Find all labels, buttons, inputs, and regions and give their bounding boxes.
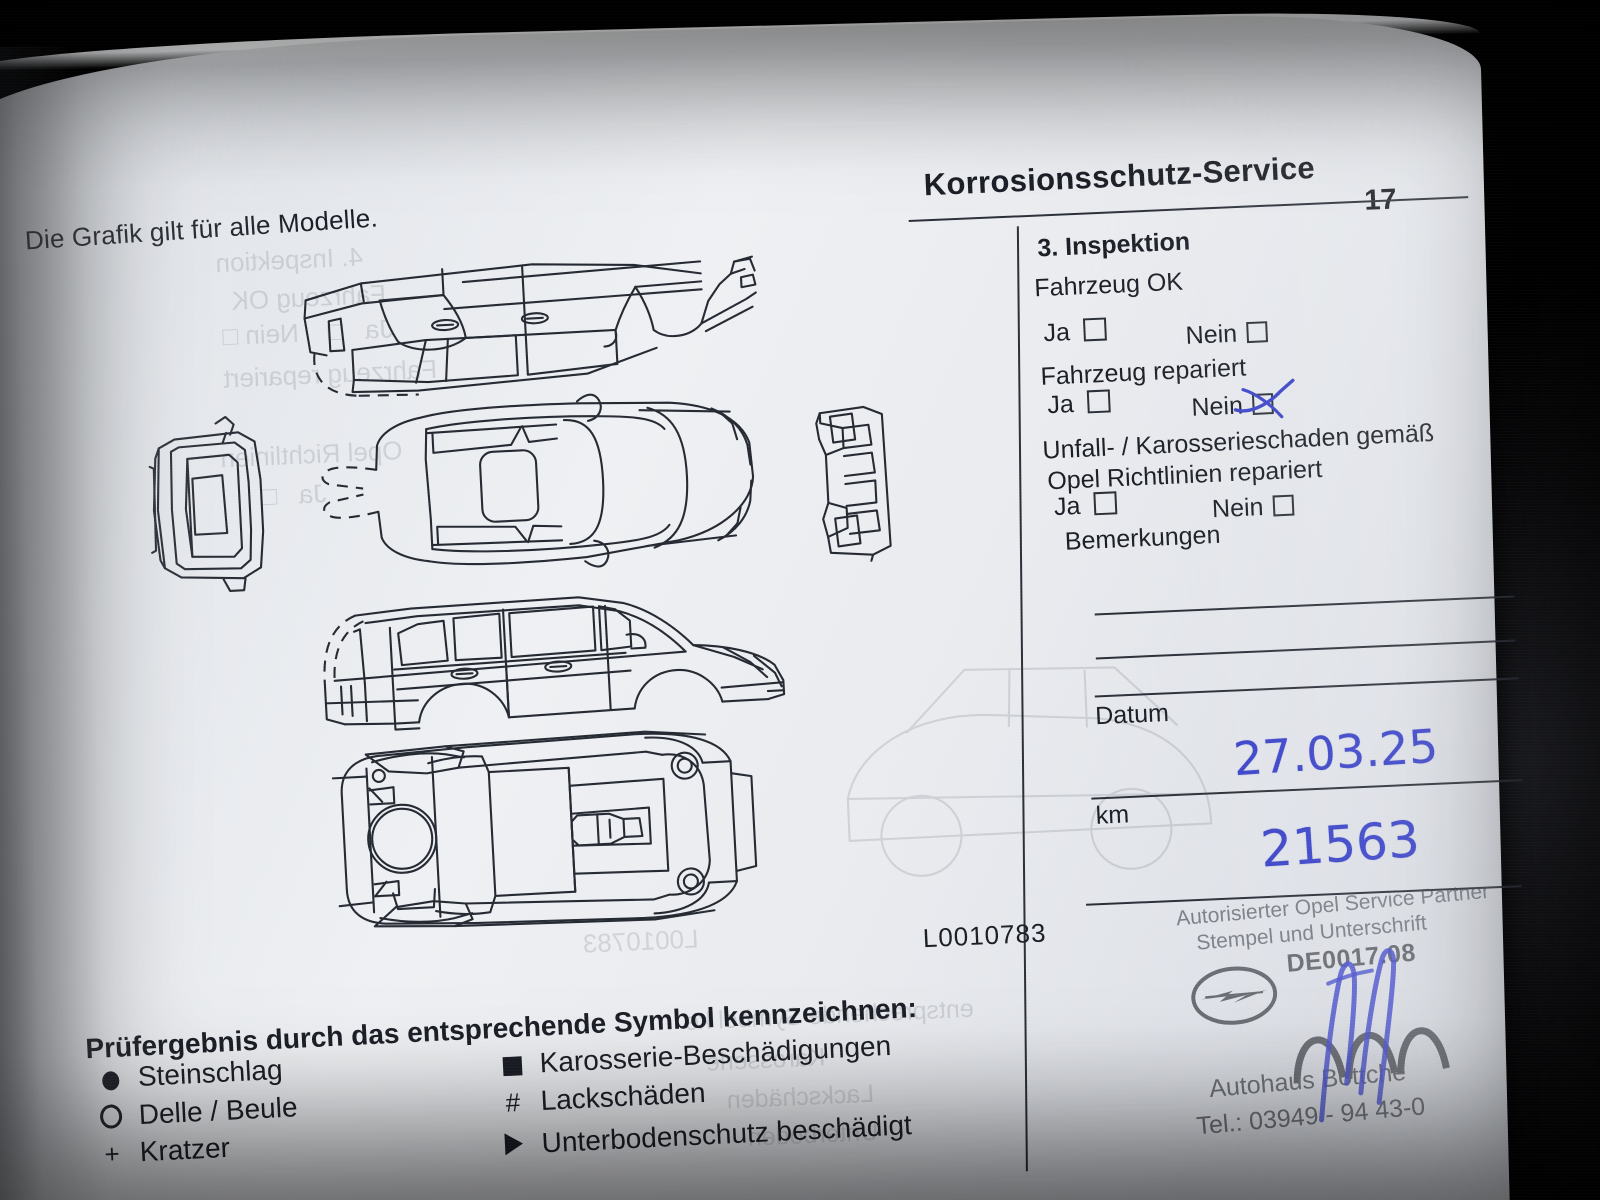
legend-item-lackschaeden: # Lackschäden xyxy=(492,1077,706,1120)
remarks-label: Bemerkungen xyxy=(1064,520,1221,556)
hollow-circle-icon xyxy=(90,1101,131,1134)
diagram-vehicle-side-view-estate xyxy=(323,596,786,731)
page-content: 4. Inspektion Fahrzeug OK Ja □ Nein □ Fa… xyxy=(0,10,1524,1200)
question-3-yes-checkbox[interactable] xyxy=(1093,491,1118,516)
question-1-no-label: Nein xyxy=(1185,319,1238,350)
filled-square-icon xyxy=(491,1049,532,1082)
page-title: Korrosionsschutz-Service xyxy=(923,150,1316,203)
question-2-yes[interactable]: Ja xyxy=(1047,388,1112,420)
diagram-front-bumper-view xyxy=(815,405,892,562)
question-2-yes-checkbox[interactable] xyxy=(1087,389,1112,414)
question-2-yes-label: Ja xyxy=(1046,390,1075,420)
filled-triangle-icon xyxy=(493,1129,534,1162)
diagram-rocker-panel-side-view xyxy=(303,255,757,397)
date-value[interactable]: 27.03.25 xyxy=(1231,718,1440,787)
hash-icon: # xyxy=(504,1087,521,1118)
km-label: km xyxy=(1095,800,1130,830)
date-label: Datum xyxy=(1094,698,1170,731)
opel-blitz-logo-icon xyxy=(1191,966,1278,1025)
question-1-no[interactable]: Nein xyxy=(1185,318,1269,351)
legend-item-unterbodenschutz: Unterbodenschutz beschädigt xyxy=(493,1109,912,1162)
question-1-no-checkbox[interactable] xyxy=(1246,321,1269,344)
legend-label: Steinschlag xyxy=(137,1053,284,1092)
question-3-yes-label: Ja xyxy=(1053,491,1081,522)
km-value[interactable]: 21563 xyxy=(1258,810,1422,879)
service-booklet-page: 4. Inspektion Fahrzeug OK Ja □ Nein □ Fa… xyxy=(0,7,1524,1200)
plus-icon: + xyxy=(103,1138,121,1170)
question-1-yes[interactable]: Ja xyxy=(1043,316,1108,348)
legend-label: Kratzer xyxy=(138,1131,231,1168)
question-3-yes[interactable]: Ja xyxy=(1053,490,1118,522)
diagram-vehicle-underbody-view xyxy=(331,730,758,928)
diagram-vehicle-top-view xyxy=(321,393,755,568)
legend-item-kratzer: + Kratzer xyxy=(91,1131,231,1171)
question-1-yes-label: Ja xyxy=(1042,318,1071,348)
legend-item-delle-beule: Delle / Beule xyxy=(90,1091,298,1133)
ghost-vehicle-drawing xyxy=(846,666,1213,877)
drawing-code: L0010783 xyxy=(922,917,1048,954)
legend-label: Delle / Beule xyxy=(138,1091,299,1131)
question-3-no[interactable]: Nein xyxy=(1211,492,1295,525)
question-3-no-label: Nein xyxy=(1211,492,1265,524)
question-2-label: Fahrzeug repariert xyxy=(1040,353,1247,391)
question-1-label: Fahrzeug OK xyxy=(1033,267,1184,303)
form-section-title: 3. Inspektion xyxy=(1036,227,1191,263)
legend-label: Unterbodenschutz beschädigt xyxy=(540,1109,913,1159)
question-1-yes-checkbox[interactable] xyxy=(1083,317,1108,342)
legend-label: Lackschäden xyxy=(539,1076,707,1117)
question-3-no-checkbox[interactable] xyxy=(1272,494,1295,517)
diagram-vehicle-rear-view xyxy=(148,415,265,592)
ghost-text: Lackschäden xyxy=(726,1079,875,1115)
dealer-stamp: Autorisierter Opel Service Partner Stemp… xyxy=(1165,879,1514,1141)
question-2-no-checkmark xyxy=(1233,378,1295,419)
graphic-caption: Die Grafik gilt für alle Modelle. xyxy=(24,202,379,256)
filled-circle-icon xyxy=(89,1062,130,1095)
